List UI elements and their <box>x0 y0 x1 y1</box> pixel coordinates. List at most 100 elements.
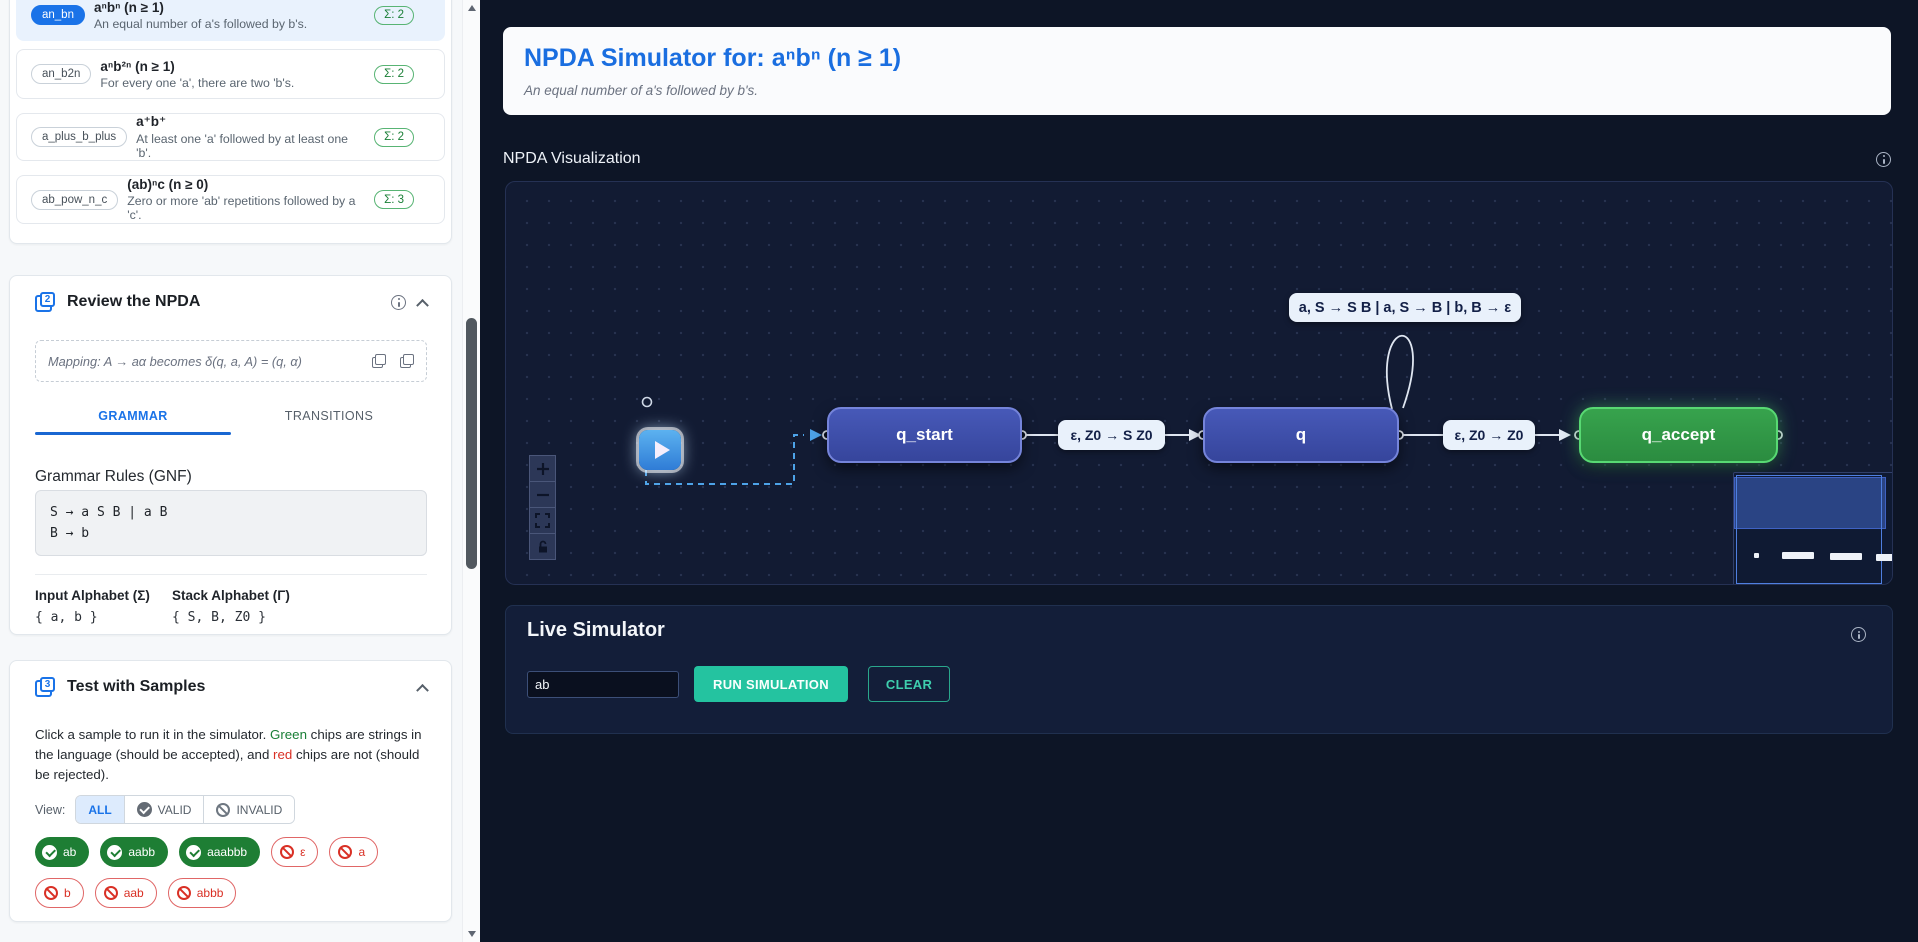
lock-button[interactable] <box>529 533 556 560</box>
sigma-count-badge: Σ: 3 <box>374 190 414 209</box>
entry-dashed-edge <box>645 434 804 485</box>
plus-icon <box>536 462 549 475</box>
input-alphabet-value: { a, b } <box>35 610 98 625</box>
sample-item-a_plus_b_plus[interactable]: a_plus_b_plus a⁺b⁺ At least one 'a' foll… <box>16 113 445 161</box>
tab-transitions[interactable]: TRANSITIONS <box>284 409 374 423</box>
step-2-icon: 2 <box>35 292 55 312</box>
filter-all-button[interactable]: ALL <box>76 796 124 823</box>
no-entry-icon <box>216 802 231 817</box>
sample-id-pill: a_plus_b_plus <box>31 127 128 147</box>
edges-layer <box>641 334 1783 485</box>
arrowhead-icon <box>1559 429 1571 441</box>
scrollbar-thumb[interactable] <box>466 318 477 569</box>
npda-canvas[interactable]: q_start q q_accept ε, Z0 → S Z0 ε, Z0 → … <box>505 181 1893 585</box>
main-panel: NPDA Simulator for: aⁿbⁿ (n ≥ 1) An equa… <box>481 0 1918 942</box>
copy-icon[interactable] <box>400 354 414 368</box>
sample-item-ab_pow_n_c[interactable]: ab_pow_n_c (ab)ⁿc (n ≥ 0) Zero or more '… <box>16 175 445 224</box>
sample-chips: ab aabb aaabbb ε a b aab abbb <box>35 837 427 908</box>
filter-invalid-button[interactable]: INVALID <box>203 796 295 823</box>
scroll-down-arrow-icon[interactable] <box>468 931 476 937</box>
test-instructions: Click a sample to run it in the simulato… <box>35 727 422 782</box>
no-entry-icon <box>103 886 118 900</box>
entry-arrowhead-icon <box>810 429 822 441</box>
minimap-node <box>1876 554 1892 561</box>
copy-icon[interactable] <box>372 354 386 368</box>
info-icon[interactable] <box>1851 627 1866 642</box>
info-icon[interactable] <box>1876 151 1891 167</box>
stack-alphabet-label: Stack Alphabet (Γ) <box>172 588 290 603</box>
no-entry-icon <box>176 886 191 900</box>
sample-title: a⁺b⁺ <box>136 114 167 129</box>
sidebar: an_bn aⁿbⁿ (n ≥ 1) An equal number of a'… <box>0 0 462 942</box>
check-circle-icon <box>186 844 202 860</box>
sample-description: Zero or more 'ab' repetitions followed b… <box>127 194 356 222</box>
check-circle-icon <box>107 844 123 860</box>
no-entry-icon <box>44 886 58 900</box>
zoom-out-button[interactable] <box>529 481 556 508</box>
minimap-region <box>1734 477 1886 529</box>
sample-item-an_b2n[interactable]: an_b2n aⁿb²ⁿ (n ≥ 1) For every one 'a', … <box>16 49 445 99</box>
chip-invalid-abbb[interactable]: abbb <box>167 878 237 908</box>
no-entry-icon <box>280 845 295 859</box>
simulation-input[interactable] <box>527 670 679 698</box>
review-npda-card: 2 Review the NPDA Mapping: A → aα become… <box>9 275 452 635</box>
sample-description: An equal number of a's followed by b's. <box>93 16 308 31</box>
zoom-in-button[interactable] <box>529 455 556 482</box>
minimap-node <box>1782 552 1814 559</box>
minimap[interactable] <box>1733 472 1892 584</box>
sample-title: aⁿb²ⁿ (n ≥ 1) <box>100 58 175 74</box>
sample-description: At least one 'a' followed by at least on… <box>136 132 348 160</box>
node-q_accept[interactable]: q_accept <box>1579 407 1778 463</box>
minimap-node <box>1754 553 1759 558</box>
fit-view-button[interactable] <box>529 507 556 534</box>
canvas-controls <box>529 455 556 560</box>
grammar-rule-line: B → b <box>50 526 90 541</box>
chip-invalid-b[interactable]: b <box>35 878 84 908</box>
play-icon <box>654 441 670 459</box>
collapse-chevron-icon[interactable] <box>416 683 429 697</box>
node-q[interactable]: q <box>1203 407 1399 463</box>
check-circle-icon <box>136 802 152 817</box>
filter-valid-button[interactable]: VALID <box>123 796 204 823</box>
page-title: NPDA Simulator for: aⁿbⁿ (n ≥ 1) <box>524 44 902 72</box>
grammar-rule-line: S → a S B | a B <box>50 505 168 520</box>
live-simulator-card: Live Simulator RUN SIMULATION CLEAR <box>505 605 1893 734</box>
input-alphabet-label: Input Alphabet (Σ) <box>35 588 150 603</box>
info-icon[interactable] <box>391 294 406 310</box>
chip-invalid-aab[interactable]: aab <box>94 878 157 908</box>
minimap-node <box>1830 553 1862 560</box>
scroll-up-arrow-icon[interactable] <box>468 5 476 11</box>
tab-grammar[interactable]: GRAMMAR <box>35 400 231 435</box>
chip-invalid-epsilon[interactable]: ε <box>271 837 319 867</box>
lock-icon <box>538 540 547 552</box>
sample-id-pill: an_bn <box>31 5 85 25</box>
chip-valid-aaabbb[interactable]: aaabbb <box>179 837 261 867</box>
divider <box>35 574 427 575</box>
sample-description: For every one 'a', there are two 'b's. <box>100 75 295 90</box>
collapse-chevron-icon[interactable] <box>416 298 429 312</box>
visualization-label: NPDA Visualization <box>503 150 641 167</box>
grammar-rules-code: S → a S B | a B B → b <box>35 490 427 556</box>
chip-valid-aabb[interactable]: aabb <box>100 837 169 867</box>
sigma-count-badge: Σ: 2 <box>374 5 414 25</box>
sample-id-pill: ab_pow_n_c <box>31 189 119 210</box>
edge-label-q-qaccept: ε, Z0 → Z0 <box>1443 420 1535 450</box>
test-section-title: Test with Samples <box>67 678 206 695</box>
check-circle-icon <box>42 844 57 860</box>
review-tabs: GRAMMAR TRANSITIONS <box>35 400 427 435</box>
sample-item-an_bn[interactable]: an_bn aⁿbⁿ (n ≥ 1) An equal number of a'… <box>16 0 445 41</box>
chip-valid-ab[interactable]: ab <box>35 837 90 867</box>
play-start-button[interactable] <box>639 430 681 470</box>
test-samples-card: 3 Test with Samples Click a sample to ru… <box>9 660 452 922</box>
run-simulation-button[interactable]: RUN SIMULATION <box>694 666 848 702</box>
minimap-viewport[interactable] <box>1736 475 1882 584</box>
sample-list-card: an_bn aⁿbⁿ (n ≥ 1) An equal number of a'… <box>9 0 452 244</box>
red-word: red <box>273 747 293 762</box>
clear-button[interactable]: CLEAR <box>867 666 951 702</box>
sample-title: (ab)ⁿc (n ≥ 0) <box>127 177 209 192</box>
node-q_start[interactable]: q_start <box>827 407 1022 463</box>
sigma-count-badge: Σ: 2 <box>374 64 414 84</box>
chip-invalid-a[interactable]: a <box>329 837 379 867</box>
grammar-rules-heading: Grammar Rules (GNF) <box>35 468 192 485</box>
edge-label-self-loop: a, S → S B | a, S → B | b, B → ε <box>1289 293 1521 322</box>
